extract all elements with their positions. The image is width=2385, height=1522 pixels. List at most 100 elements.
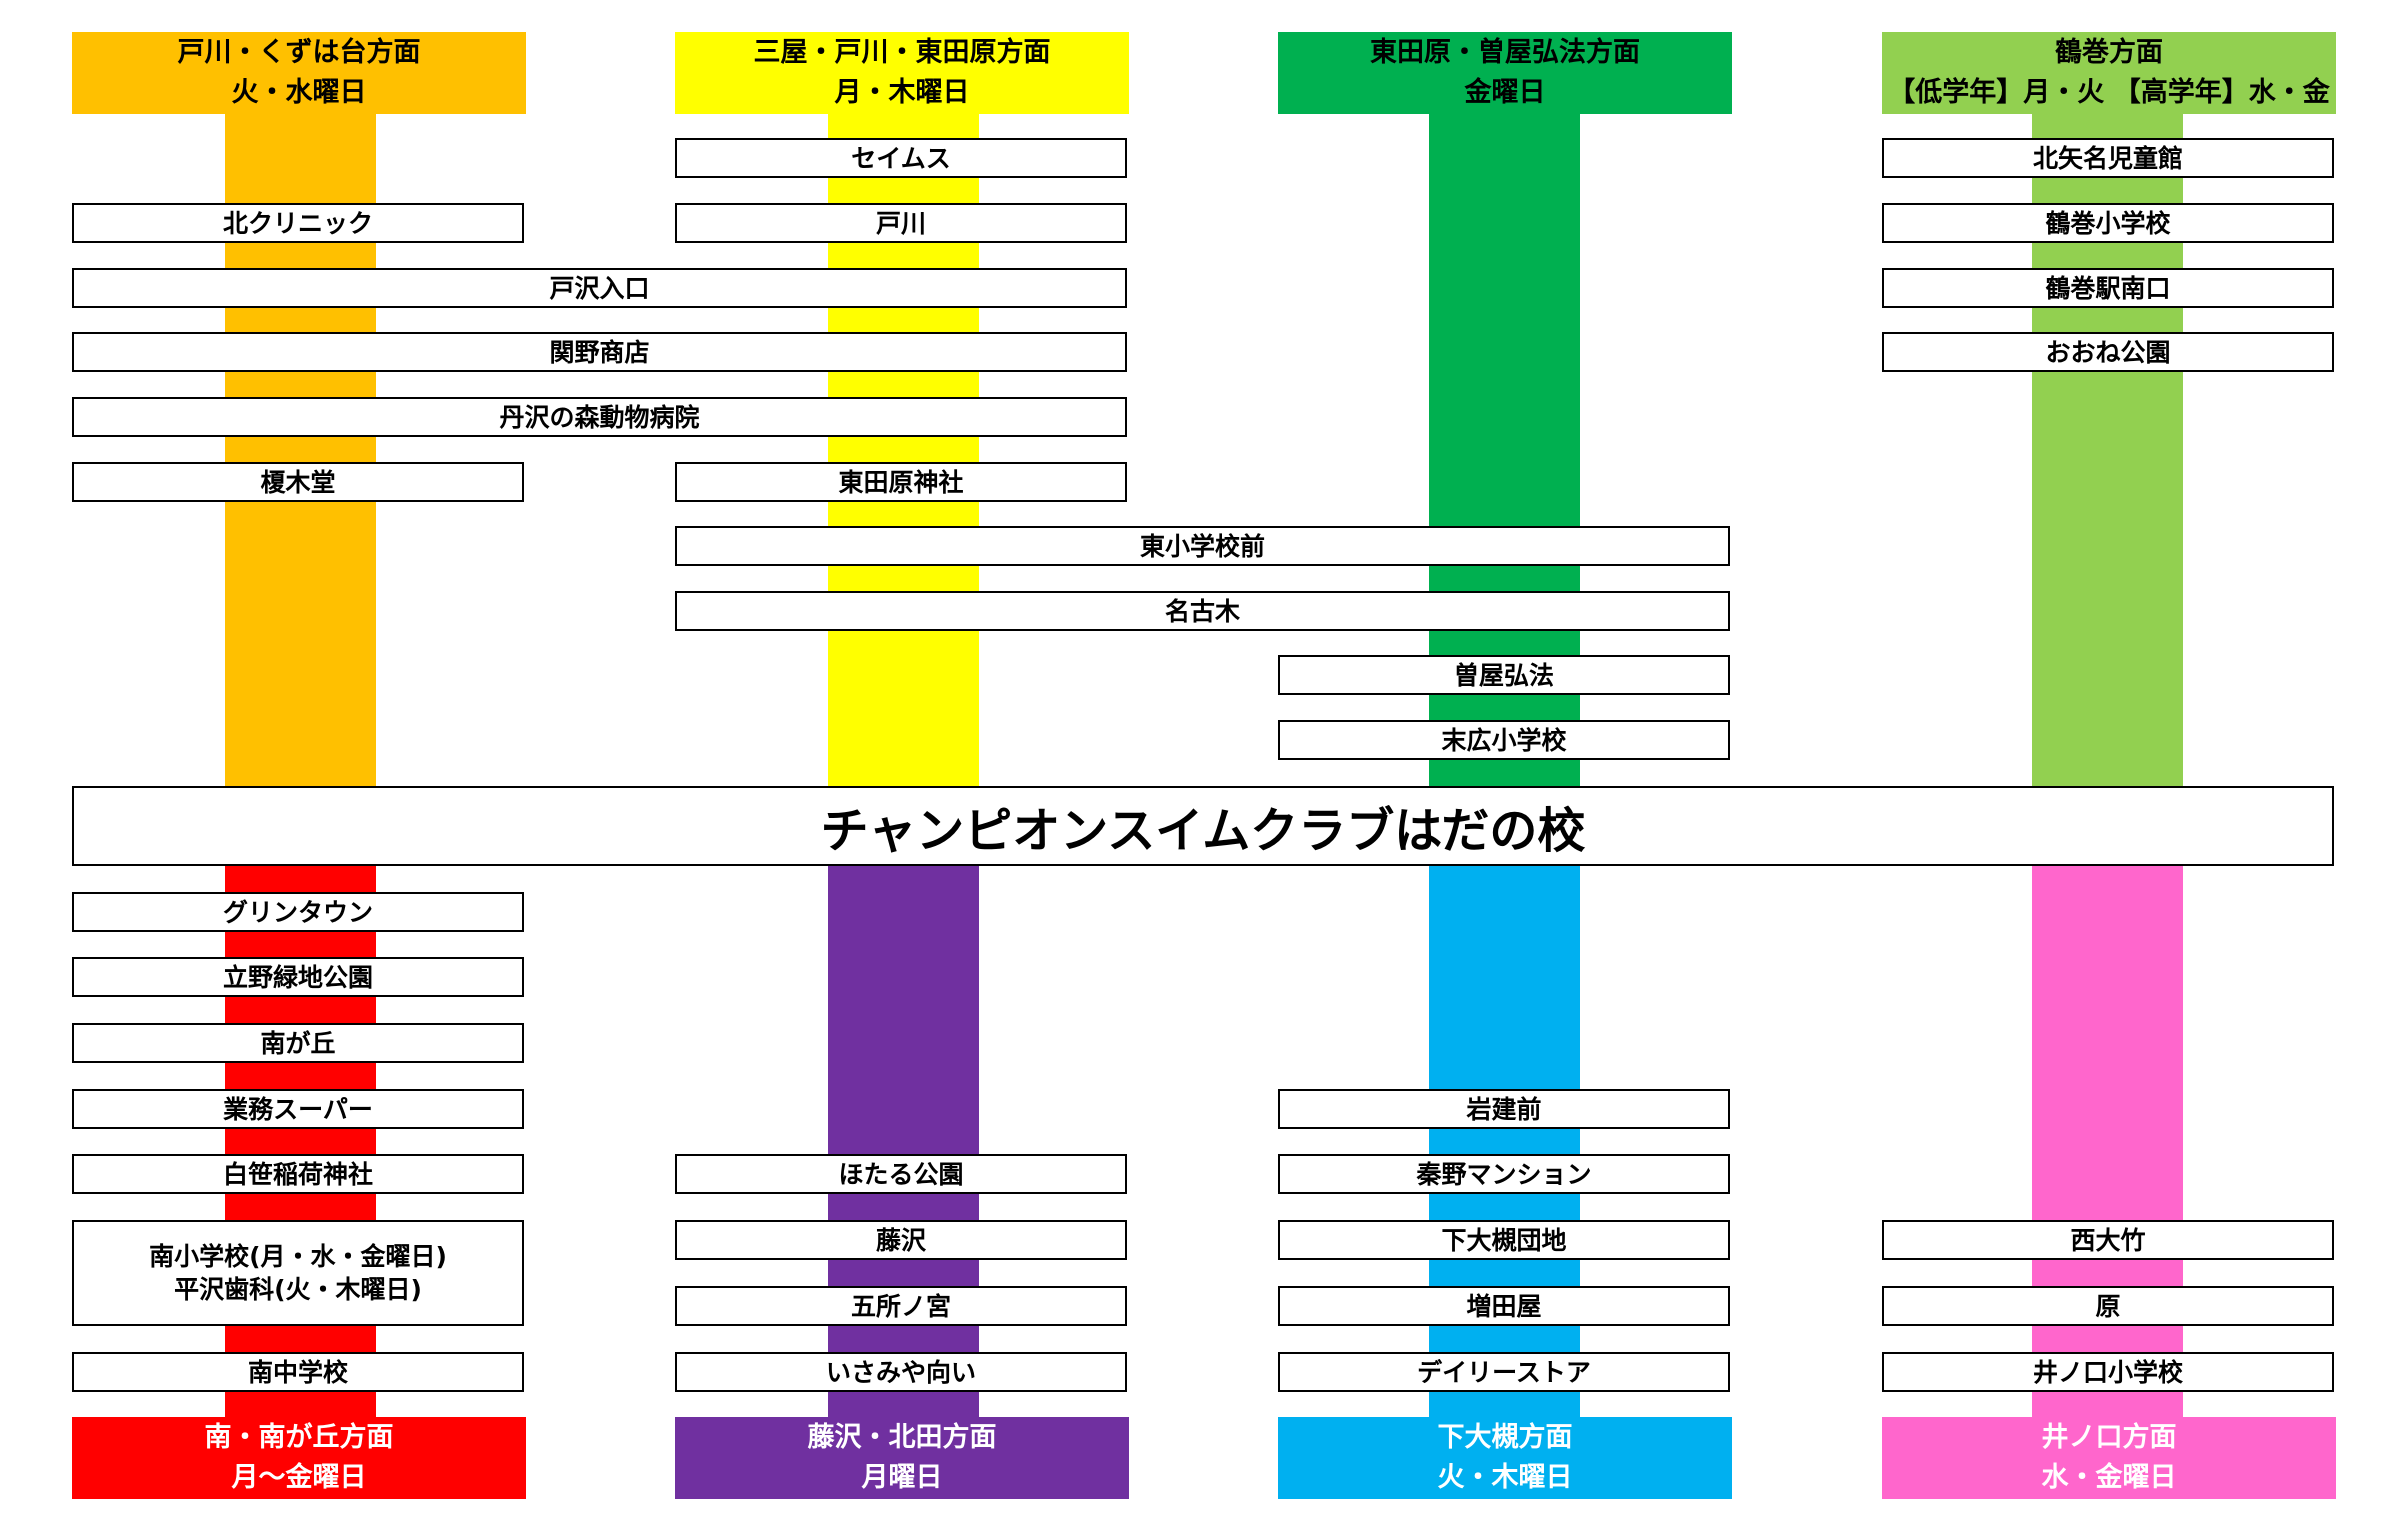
stop-box: 北クリニック — [72, 203, 524, 243]
stop-name: 業務スーパー — [223, 1094, 373, 1124]
stop-box: 秦野マンション — [1278, 1154, 1730, 1194]
stop-name: 原 — [2095, 1291, 2121, 1321]
stop-name: 鶴巻駅南口 — [2045, 273, 2171, 303]
route-direction-label: 南・南が丘方面 — [204, 1422, 394, 1453]
route-direction-label: 三屋・戸川・東田原方面 — [753, 37, 1051, 68]
route-direction-label: 戸川・くずは台方面 — [177, 37, 421, 68]
stop-name: 戸沢入口 — [549, 273, 650, 303]
stop-box: 榎木堂 — [72, 462, 524, 502]
route-header-fujisawa-kitata: 藤沢・北田方面月曜日 — [675, 1417, 1129, 1499]
stop-name: 藤沢 — [875, 1225, 926, 1255]
route-header-tsurumaki: 鶴巻方面【低学年】月・火 【高学年】水・金 — [1882, 32, 2336, 114]
stop-name: 下大槻団地 — [1441, 1225, 1567, 1255]
stop-name: 鶴巻小学校 — [2045, 208, 2171, 238]
stop-box: 関野商店 — [72, 332, 1127, 372]
stop-box: 鶴巻小学校 — [1882, 203, 2334, 243]
stop-box: 業務スーパー — [72, 1089, 524, 1129]
stop-name: 増田屋 — [1466, 1291, 1542, 1321]
stop-box: デイリーストア — [1278, 1352, 1730, 1392]
stop-box: 丹沢の森動物病院 — [72, 397, 1127, 437]
stop-box: グリンタウン — [72, 892, 524, 932]
route-days-label: 火・木曜日 — [1437, 1462, 1573, 1493]
stop-box: 東田原神社 — [675, 462, 1127, 502]
stop-name: 東小学校前 — [1139, 531, 1265, 561]
stop-name: セイムス — [851, 143, 951, 173]
route-direction-label: 藤沢・北田方面 — [807, 1422, 997, 1453]
stop-name: ほたる公園 — [838, 1159, 964, 1189]
stop-name: 西大竹 — [2070, 1225, 2146, 1255]
stop-box: 下大槻団地 — [1278, 1220, 1730, 1260]
stop-name: 戸川 — [875, 208, 926, 238]
stop-box: 増田屋 — [1278, 1286, 1730, 1326]
route-bar-inokuchi — [2032, 865, 2183, 1419]
route-direction-label: 鶴巻方面 — [2055, 37, 2163, 68]
school-name-box: チャンピオンスイムクラブはだの校 — [72, 786, 2334, 866]
route-header-inokuchi: 井ノ口方面水・金曜日 — [1882, 1417, 2336, 1499]
route-days-label: 月・木曜日 — [834, 77, 970, 108]
stop-box: 立野緑地公園 — [72, 957, 524, 997]
route-bar-minami-minamigaoka — [225, 865, 376, 1419]
route-days-label: 【低学年】月・火 【高学年】水・金 — [1888, 77, 2330, 108]
route-days-label: 月～金曜日 — [231, 1462, 367, 1493]
stop-name: グリンタウン — [222, 897, 373, 927]
stop-name-secondary: 平沢歯科(火・木曜日) — [174, 1275, 422, 1304]
route-header-togawa-kuzuhadai: 戸川・くずは台方面火・水曜日 — [72, 32, 526, 114]
stop-name: 北クリニック — [222, 208, 373, 238]
stop-box: ほたる公園 — [675, 1154, 1127, 1194]
stop-box: 末広小学校 — [1278, 720, 1730, 760]
stop-name: 白笹稲荷神社 — [222, 1159, 373, 1189]
stop-name: 名古木 — [1164, 596, 1240, 626]
route-direction-label: 東田原・曽屋弘法方面 — [1370, 37, 1640, 68]
stop-name: 五所ノ宮 — [850, 1291, 951, 1321]
stop-name: 末広小学校 — [1441, 725, 1567, 755]
stop-name: 井ノ口小学校 — [2032, 1357, 2183, 1387]
stop-box: 白笹稲荷神社 — [72, 1154, 524, 1194]
stop-box: セイムス — [675, 138, 1127, 178]
route-bar-shimoootsuki — [1429, 865, 1580, 1419]
route-header-shimoootsuki: 下大槻方面火・木曜日 — [1278, 1417, 1732, 1499]
route-days-label: 火・水曜日 — [231, 77, 367, 108]
stop-box: 曽屋弘法 — [1278, 655, 1730, 695]
stop-name: 曽屋弘法 — [1453, 660, 1554, 690]
stop-name: 岩建前 — [1466, 1094, 1542, 1124]
stop-box: 原 — [1882, 1286, 2334, 1326]
stop-box: 戸川 — [675, 203, 1127, 243]
stop-name: 関野商店 — [549, 337, 650, 367]
route-header-mitsuya-togawa-higashitahara: 三屋・戸川・東田原方面月・木曜日 — [675, 32, 1129, 114]
stop-name: デイリーストア — [1417, 1357, 1591, 1387]
stop-box: 北矢名児童館 — [1882, 138, 2334, 178]
stop-box: 南小学校(月・水・金曜日)平沢歯科(火・木曜日) — [72, 1220, 524, 1326]
stop-box: 岩建前 — [1278, 1089, 1730, 1129]
route-days-label: 金曜日 — [1464, 77, 1546, 108]
stop-box: いさみや向い — [675, 1352, 1127, 1392]
route-header-higashitahara-soyakoboh: 東田原・曽屋弘法方面金曜日 — [1278, 32, 1732, 114]
stop-name: 丹沢の森動物病院 — [499, 402, 700, 432]
stop-box: 西大竹 — [1882, 1220, 2334, 1260]
stop-box: 南が丘 — [72, 1023, 524, 1063]
stop-box: おおね公園 — [1882, 332, 2334, 372]
stop-box: 鶴巻駅南口 — [1882, 268, 2334, 308]
route-days-label: 月曜日 — [861, 1462, 943, 1493]
stop-name: 榎木堂 — [260, 467, 336, 497]
stop-box: 藤沢 — [675, 1220, 1127, 1260]
stop-name: 東田原神社 — [838, 467, 964, 497]
stop-box: 五所ノ宮 — [675, 1286, 1127, 1326]
stop-name: いさみや向い — [825, 1357, 976, 1387]
stop-box: 名古木 — [675, 591, 1730, 631]
route-direction-label: 下大槻方面 — [1437, 1422, 1573, 1453]
stop-name: 南が丘 — [260, 1028, 336, 1058]
route-header-minami-minamigaoka: 南・南が丘方面月～金曜日 — [72, 1417, 526, 1499]
school-name: チャンピオンスイムクラブはだの校 — [820, 803, 1586, 859]
route-direction-label: 井ノ口方面 — [2041, 1422, 2177, 1453]
stop-box: 東小学校前 — [675, 526, 1730, 566]
stop-name: 南中学校 — [247, 1357, 348, 1387]
route-days-label: 水・金曜日 — [2041, 1462, 2177, 1493]
stop-box: 戸沢入口 — [72, 268, 1127, 308]
stop-name: 立野緑地公園 — [222, 962, 373, 992]
stop-name: 北矢名児童館 — [2032, 143, 2183, 173]
stop-box: 南中学校 — [72, 1352, 524, 1392]
stop-box: 井ノ口小学校 — [1882, 1352, 2334, 1392]
stop-name: おおね公園 — [2045, 337, 2171, 367]
route-bar-fujisawa-kitata — [828, 865, 979, 1419]
